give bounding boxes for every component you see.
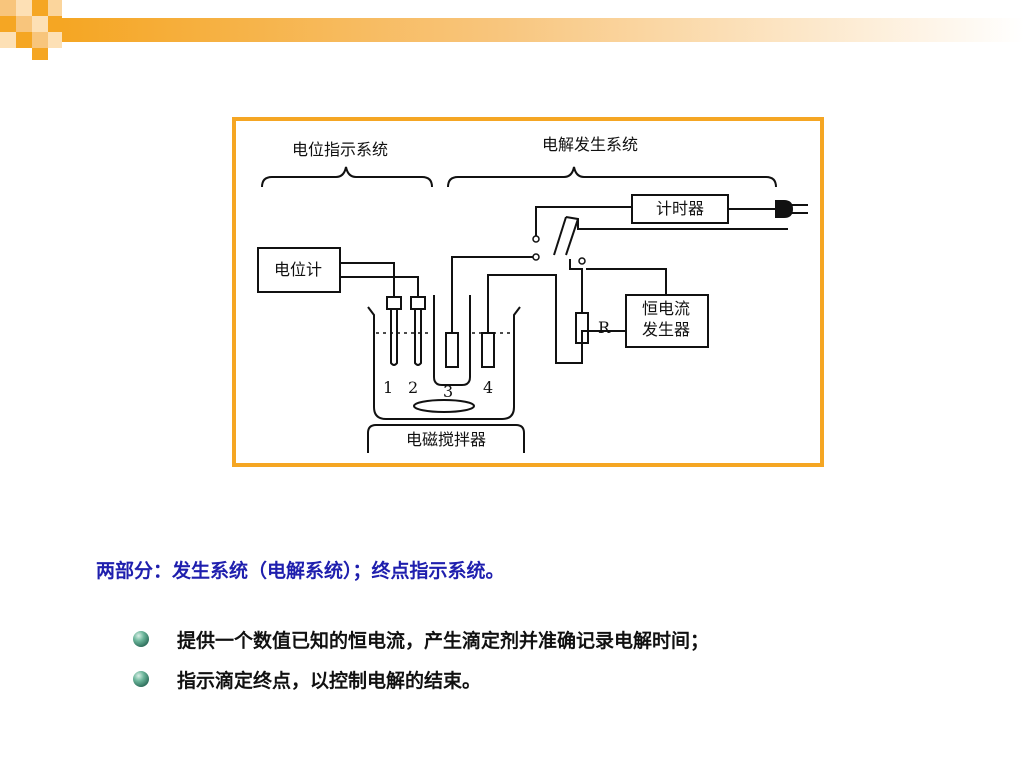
resistor-to-generator-wire <box>581 330 626 343</box>
label-indicator-system: 电位指示系统 <box>292 140 389 159</box>
bullet-item: 指示滴定终点，以控制电解的结束。 <box>133 665 481 693</box>
summary-heading: 两部分：发生系统（电解系统）；终点指示系统。 <box>96 560 505 582</box>
stirrer-box <box>367 424 525 453</box>
switch-contact-right <box>578 257 586 265</box>
label-electrode-4: 4 <box>483 378 494 397</box>
label-stirrer: 电磁搅拌器 <box>406 430 487 449</box>
potentiometer-box <box>257 247 341 293</box>
label-generation-system: 电解发生系统 <box>542 135 639 154</box>
to-generator-wire <box>586 268 667 295</box>
power-plug-icon <box>775 200 808 218</box>
label-timer: 计时器 <box>656 199 705 218</box>
header-checker-pattern <box>0 0 62 60</box>
green-sphere-bullet-icon <box>133 631 149 647</box>
label-electrode-3: 3 <box>443 382 454 401</box>
electrode-3-lead <box>451 256 536 333</box>
potentiometer-lead-1 <box>340 262 395 297</box>
switch-contact-bottom <box>532 253 540 261</box>
label-constant-current-line1: 恒电流 <box>642 299 691 318</box>
switch-blade-1 <box>553 216 567 256</box>
electrode-1-body <box>390 309 398 366</box>
switch-top-wire <box>535 206 632 237</box>
electrode-4 <box>481 332 495 368</box>
label-constant-current-line2: 发生器 <box>642 320 691 339</box>
header-decoration <box>0 0 1024 60</box>
electrode-2-body <box>414 309 422 366</box>
right-group-brace <box>447 166 777 188</box>
inner-compartment <box>433 295 471 386</box>
electrode-4-lead <box>487 274 583 364</box>
apparatus-diagram: 电位指示系统 电解发生系统 电位计 计时器 恒电流 发生器 R 电磁搅拌器 1 … <box>232 117 824 467</box>
diagram-drawing <box>257 166 808 453</box>
switch-link <box>565 216 582 230</box>
bullet-text: 指示滴定终点，以控制电解的结束。 <box>177 669 482 692</box>
label-potentiometer: 电位计 <box>274 260 323 279</box>
label-electrode-1: 1 <box>383 378 394 397</box>
label-resistor: R <box>598 318 611 337</box>
switch-lower-wire <box>569 259 583 313</box>
potentiometer-lead-2 <box>340 276 419 297</box>
constant-current-generator-box <box>625 294 709 348</box>
header-gradient-band <box>62 18 1024 42</box>
bullet-text: 提供一个数值已知的恒电流，产生滴定剂并准确记录电解时间； <box>177 629 710 652</box>
electrode-1-cap <box>386 296 402 310</box>
switch-blade-2 <box>565 218 579 256</box>
label-electrode-2: 2 <box>408 378 419 397</box>
left-group-brace <box>261 166 433 188</box>
beaker-outline <box>367 306 521 420</box>
stir-bar <box>413 399 475 413</box>
green-sphere-bullet-icon <box>133 671 149 687</box>
electrode-2-cap <box>410 296 426 310</box>
switch-contact-top <box>532 235 540 243</box>
electrode-3 <box>445 332 459 368</box>
bullet-item: 提供一个数值已知的恒电流，产生滴定剂并准确记录电解时间； <box>133 625 709 653</box>
